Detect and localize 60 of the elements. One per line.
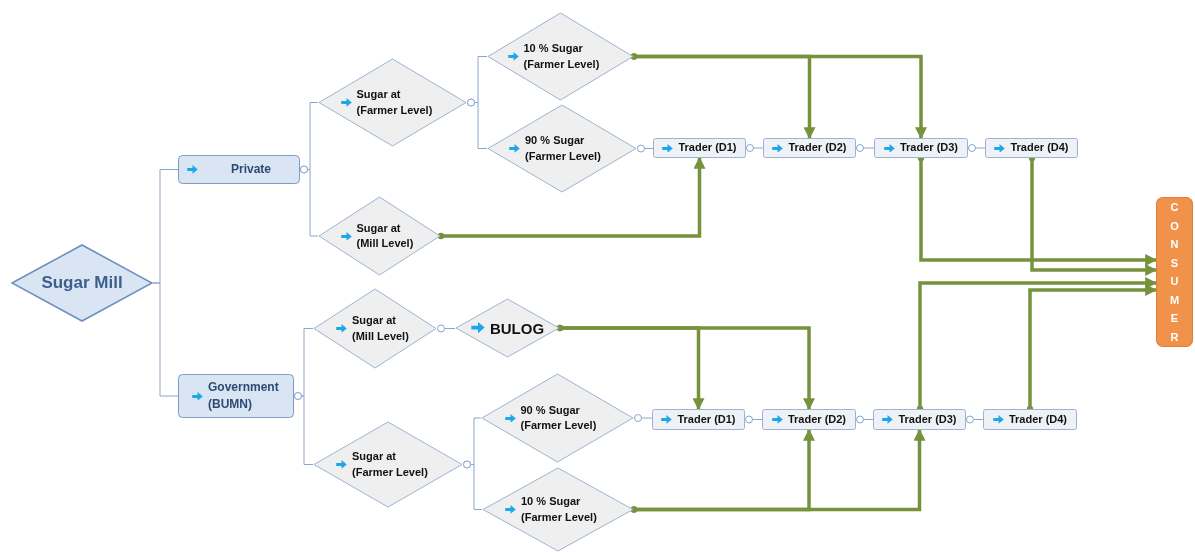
- decision-diamond: [481, 373, 634, 463]
- node-label: 90 % Sugar (Farmer Level): [520, 402, 598, 433]
- connector-line: [965, 415, 984, 424]
- connector-line: [636, 144, 654, 153]
- node-label: Trader (D3): [898, 411, 957, 427]
- process-box: [763, 138, 856, 158]
- node-label: Trader (D3): [899, 140, 959, 156]
- process-box: [874, 138, 968, 158]
- consumer-box: [1156, 197, 1193, 347]
- node-label: Sugar at (Farmer Level): [356, 87, 434, 118]
- node-label: Government (BUMN): [208, 379, 280, 413]
- node-label: 90 % Sugar (Farmer Level): [525, 133, 602, 164]
- node-label: Trader (D1): [677, 411, 736, 427]
- decision-diamond: [482, 467, 634, 552]
- node-label: BULOG: [489, 318, 545, 339]
- connector-line: [744, 415, 763, 424]
- node-label: Sugar Mill: [41, 272, 123, 295]
- connector-line: [855, 415, 874, 424]
- node-label: Trader (D1): [678, 140, 737, 156]
- diamond-node: [11, 244, 153, 322]
- flow-arrow: [437, 156, 706, 240]
- node-label: Trader (D4): [1010, 140, 1069, 156]
- connector-line: [633, 414, 653, 422]
- node-label: Sugar at (Mill Level): [352, 313, 410, 344]
- node-label: 10 % Sugar (Farmer Level): [521, 494, 598, 525]
- connector-line: [745, 144, 764, 152]
- node-label: Trader (D4): [1008, 411, 1068, 427]
- flow-arrow: [556, 324, 815, 411]
- connector-line: [466, 98, 488, 149]
- process-box: [873, 409, 966, 430]
- decision-diamond: [313, 421, 463, 508]
- node-label: Trader (D2): [788, 140, 847, 156]
- connector-line: [293, 392, 314, 465]
- connector-line: [299, 165, 319, 237]
- connector-line: [152, 282, 179, 397]
- connector-line: [855, 144, 875, 152]
- category-box: [178, 374, 294, 418]
- node-label: Sugar at (Farmer Level): [352, 449, 429, 480]
- decision-diamond: [455, 298, 560, 358]
- process-box: [653, 138, 746, 158]
- flow-arrow: [630, 53, 927, 140]
- connector-line: [436, 324, 456, 333]
- process-box: [983, 409, 1077, 430]
- process-box: [985, 138, 1078, 158]
- decision-diamond: [318, 196, 441, 276]
- node-label: Sugar at (Mill Level): [356, 220, 415, 251]
- flow-arrow: [630, 428, 926, 513]
- decision-diamond: [487, 12, 634, 101]
- decision-diamond: [313, 288, 437, 369]
- decision-diamond: [487, 104, 637, 193]
- node-label: CONSUMER: [1169, 200, 1180, 345]
- process-box: [652, 409, 745, 430]
- node-label: 10 % Sugar (Farmer Level): [523, 41, 601, 72]
- connector-line: [967, 144, 986, 152]
- connector-line: [462, 460, 483, 510]
- process-box: [762, 409, 856, 430]
- category-box: [178, 155, 300, 184]
- decision-diamond: [318, 58, 467, 147]
- node-label: Trader (D2): [787, 411, 847, 427]
- node-label: Private: [231, 161, 271, 178]
